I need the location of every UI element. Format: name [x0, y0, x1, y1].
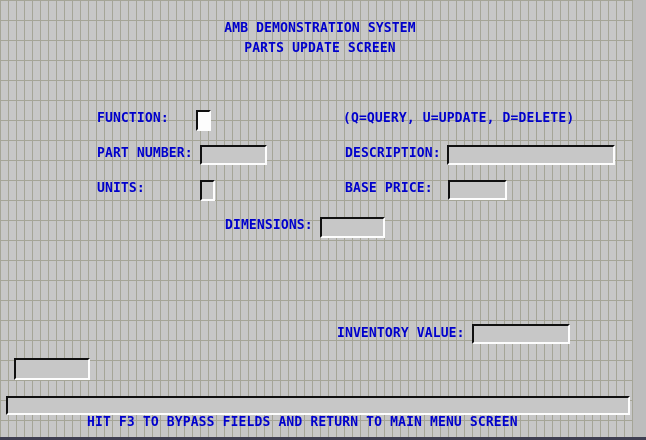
dimensions-label: DIMENSIONS:: [225, 218, 313, 233]
base-price-input[interactable]: [448, 180, 507, 200]
units-input[interactable]: [200, 180, 215, 201]
part-number-label: PART NUMBER:: [97, 146, 193, 161]
function-hint: (Q=QUERY, U=UPDATE, D=DELETE): [343, 111, 575, 126]
unlabeled-left-input[interactable]: [14, 358, 90, 380]
function-label: FUNCTION:: [97, 111, 169, 126]
part-number-input[interactable]: [200, 145, 267, 165]
dimensions-input[interactable]: [320, 217, 385, 238]
inventory-value-label: INVENTORY VALUE:: [337, 326, 465, 341]
footer-instruction: HIT F3 TO BYPASS FIELDS AND RETURN TO MA…: [87, 415, 518, 430]
description-label: DESCRIPTION:: [345, 146, 441, 161]
message-line-input[interactable]: [6, 396, 630, 415]
units-label: UNITS:: [97, 181, 145, 196]
inventory-value-input[interactable]: [472, 324, 570, 344]
description-input[interactable]: [447, 145, 615, 165]
bottom-edge-strip: [0, 437, 646, 440]
base-price-label: BASE PRICE:: [345, 181, 433, 196]
form-design-grid-background: [0, 0, 633, 437]
screen-title: PARTS UPDATE SCREEN: [244, 41, 396, 56]
system-title: AMB DEMONSTRATION SYSTEM: [224, 21, 416, 36]
function-input[interactable]: [196, 110, 211, 131]
